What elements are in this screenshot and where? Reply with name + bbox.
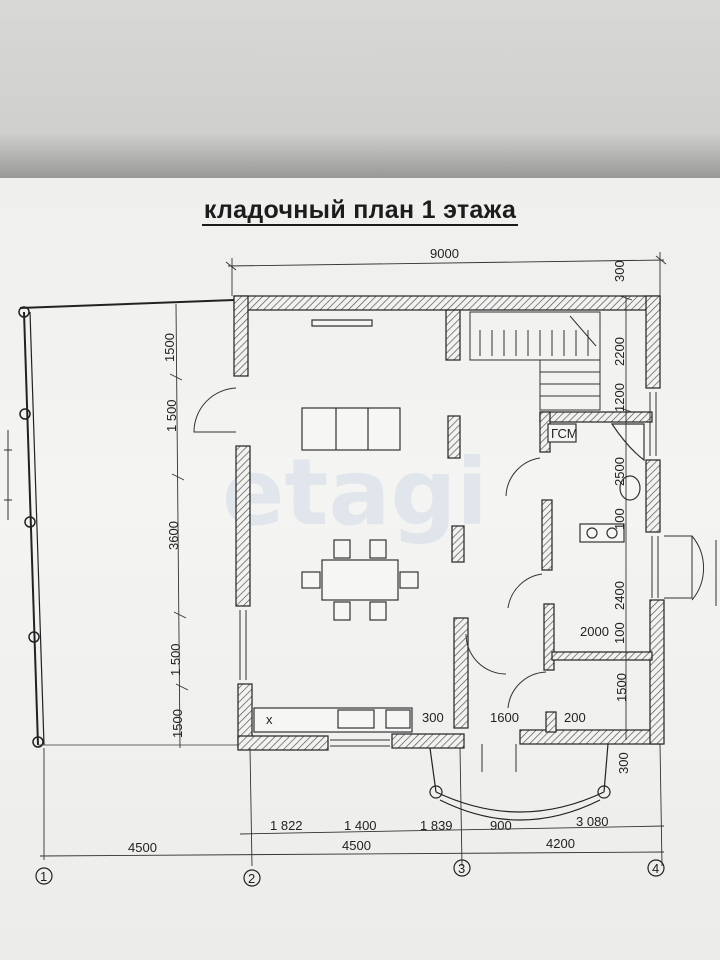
axis-4: 4	[652, 861, 659, 876]
dim-top-total: 9000	[430, 246, 459, 261]
axis-2: 2	[248, 871, 255, 886]
veranda-post	[28, 631, 40, 643]
dim-left-1500-top: 1500	[162, 333, 177, 362]
background-paper-top	[0, 0, 720, 190]
veranda-post	[24, 516, 36, 528]
dim-right-2200: 2200	[612, 337, 627, 366]
watermark: etagi	[222, 439, 488, 546]
plan-title: кладочный план 1 этажа	[201, 196, 519, 226]
dim-bottom-3080: 3 080	[576, 814, 609, 829]
dim-right-2500: 2500	[612, 457, 627, 486]
staircase	[469, 311, 601, 411]
veranda-post	[19, 408, 31, 420]
boiler-label: ГСМ	[551, 426, 578, 441]
dim-inner-2000: 2000	[580, 624, 609, 639]
dim-bottom-1822: 1 822	[270, 818, 303, 833]
axis-markers	[35, 859, 665, 887]
veranda-post	[32, 736, 44, 748]
doors	[193, 387, 717, 772]
dim-inner-200: 200	[564, 710, 586, 725]
dim-right-300-top: 300	[612, 260, 627, 282]
dim-left-1500-bottom: 1500	[170, 709, 185, 738]
dim-bottom-900: 900	[490, 818, 512, 833]
interior-walls	[445, 309, 653, 733]
dim-bottom-1839: 1 839	[420, 818, 453, 833]
dim-right-100a: 100	[612, 508, 627, 530]
toilet-icon	[619, 475, 641, 501]
dim-inner-300: 300	[422, 710, 444, 725]
axis-1: 1	[40, 869, 47, 884]
dimension-lines	[39, 252, 667, 867]
dim-right-1200: 1200	[612, 383, 627, 412]
porch	[429, 743, 611, 821]
fireplace	[311, 319, 373, 327]
dim-bottom-4500-mid: 4500	[342, 838, 371, 853]
windows	[239, 392, 659, 747]
dim-left-1500-b: 1 500	[164, 399, 179, 432]
dim-right-300-bottom: 300	[616, 752, 631, 774]
dim-bottom-4200: 4200	[546, 836, 575, 851]
sofa	[301, 407, 401, 451]
shower	[610, 423, 645, 462]
veranda	[4, 299, 240, 748]
dim-right-100b: 100	[612, 622, 627, 644]
furniture	[253, 319, 645, 733]
dim-bottom-4500-left: 4500	[128, 840, 157, 855]
axis-3: 3	[458, 861, 465, 876]
dim-left-1500-c: 1 500	[168, 643, 183, 676]
kitchen-mark: х	[266, 712, 273, 727]
dim-bottom-1400: 1 400	[344, 818, 377, 833]
dim-right-1500: 1500	[614, 673, 629, 702]
dim-right-2400: 2400	[612, 581, 627, 610]
dim-inner-1600: 1600	[490, 710, 519, 725]
exterior-walls	[233, 295, 665, 751]
dining-table	[321, 559, 399, 601]
boiler	[547, 423, 577, 443]
dim-left-3600: 3600	[166, 521, 181, 550]
veranda-post	[18, 306, 30, 318]
